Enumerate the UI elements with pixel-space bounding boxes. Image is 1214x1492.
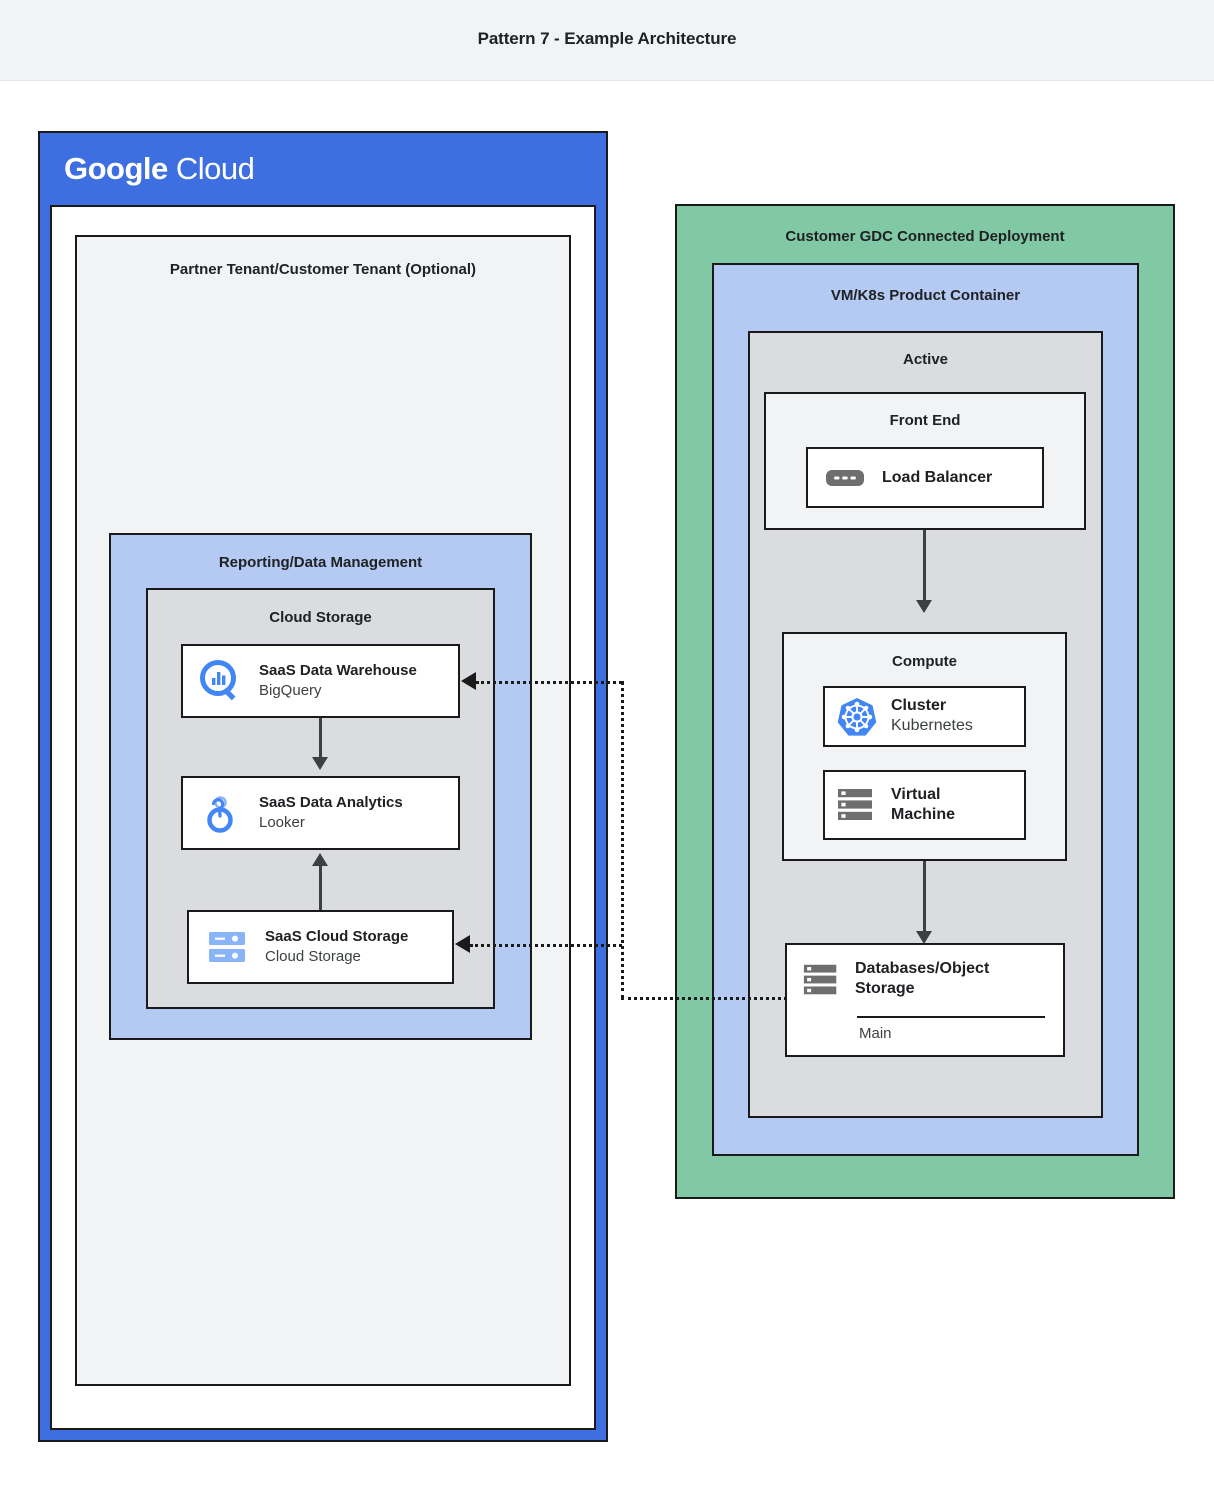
arrow-compute-to-database-line	[923, 861, 926, 935]
arrow-compute-to-database-head	[916, 931, 932, 944]
header-bar	[0, 0, 1214, 81]
google-cloud-logo: Google Cloud	[64, 151, 255, 187]
node-cluster-subtitle: Kubernetes	[891, 717, 973, 735]
node-virtual-machine-title: Virtual	[891, 786, 941, 803]
arrow-warehouse-to-analytics-line	[319, 718, 322, 760]
gdc-deployment-title: Customer GDC Connected Deployment	[785, 228, 1065, 245]
google-cloud-logo-cloud: Cloud	[175, 151, 255, 186]
arrow-warehouse-to-analytics-head	[312, 757, 328, 770]
partner-tenant-title: Partner Tenant/Customer Tenant (Optional…	[169, 261, 477, 278]
node-cluster-kubernetes[interactable]: Cluster Kubernetes	[823, 686, 1026, 747]
node-saas-cloud-storage[interactable]: SaaS Cloud Storage Cloud Storage	[187, 910, 454, 984]
arrow-storage-to-analytics-head	[312, 853, 328, 866]
node-saas-cloud-storage-subtitle: Cloud Storage	[265, 947, 361, 965]
node-saas-data-analytics-subtitle: Looker	[259, 813, 305, 831]
node-saas-data-analytics-title: SaaS Data Analytics	[259, 793, 403, 811]
arrow-storage-to-analytics-line	[319, 866, 322, 910]
connector-to-cloud-storage-line	[470, 944, 622, 947]
node-databases-divider	[857, 1016, 1045, 1018]
reporting-data-management-title: Reporting/Data Management	[218, 554, 423, 571]
looker-icon	[197, 789, 245, 837]
node-databases-title2: Storage	[855, 980, 915, 997]
load-balancer-icon	[824, 463, 866, 493]
node-virtual-machine-title2: Machine	[891, 806, 956, 823]
connector-from-database-line	[621, 997, 787, 1000]
vm-k8s-product-container-title: VM/K8s Product Container	[830, 287, 1021, 304]
node-databases-footer: Main	[859, 1025, 892, 1042]
cloud-storage-icon	[203, 925, 251, 969]
arrow-frontend-to-compute-line	[923, 530, 926, 604]
connector-to-data-warehouse-arrow	[461, 672, 476, 690]
cloud-storage-group-title: Cloud Storage	[269, 609, 372, 626]
google-cloud-logo-google: Google	[64, 151, 168, 186]
node-saas-data-analytics[interactable]: SaaS Data Analytics Looker	[181, 776, 460, 850]
node-databases-object-storage[interactable]: Databases/Object Storage Main	[785, 943, 1065, 1057]
connector-to-data-warehouse-line	[476, 681, 622, 684]
compute-title: Compute	[892, 653, 957, 670]
virtual-machine-icon	[835, 783, 879, 827]
node-load-balancer-title: Load Balancer	[882, 468, 993, 486]
node-databases-title: Databases/Object	[855, 960, 990, 977]
connector-vertical-trunk	[621, 681, 624, 999]
page-title: Pattern 7 - Example Architecture	[477, 29, 737, 48]
node-saas-data-warehouse-subtitle: BigQuery	[259, 681, 322, 699]
node-virtual-machine[interactable]: Virtual Machine	[823, 770, 1026, 840]
bigquery-icon	[197, 657, 245, 705]
node-cluster-title: Cluster	[891, 697, 947, 715]
connector-to-cloud-storage-arrow	[455, 935, 470, 953]
node-saas-cloud-storage-title: SaaS Cloud Storage	[265, 927, 409, 945]
front-end-title: Front End	[889, 412, 961, 429]
node-saas-data-warehouse-title: SaaS Data Warehouse	[259, 661, 417, 679]
node-load-balancer[interactable]: Load Balancer	[806, 447, 1044, 508]
node-saas-data-warehouse[interactable]: SaaS Data Warehouse BigQuery	[181, 644, 460, 718]
kubernetes-icon	[835, 695, 879, 739]
active-zone-title: Active	[902, 351, 949, 368]
arrow-frontend-to-compute-head	[916, 600, 932, 613]
database-icon	[801, 960, 843, 1000]
